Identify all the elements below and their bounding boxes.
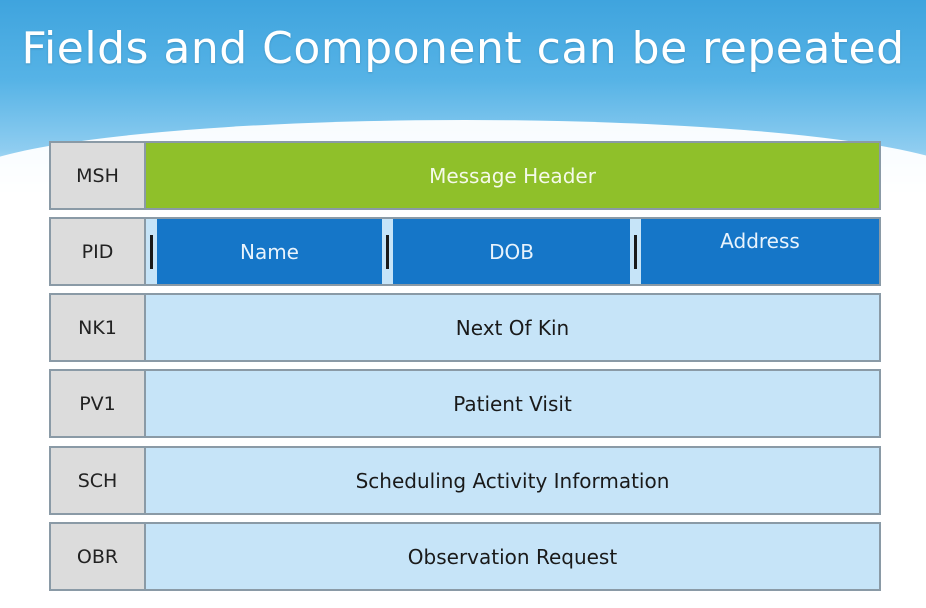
segment-label: Scheduling Activity Information — [146, 448, 879, 513]
segment-label: Message Header — [146, 143, 879, 208]
segment-code: PV1 — [51, 371, 146, 436]
segment-row-pv1: PV1 Patient Visit — [49, 369, 881, 438]
field-separator — [630, 219, 641, 284]
segment-code: SCH — [51, 448, 146, 513]
segment-label: Next Of Kin — [146, 295, 879, 360]
pid-field-dob: DOB — [393, 219, 630, 284]
slide-title: Fields and Component can be repeated — [21, 23, 905, 74]
segment-label: Patient Visit — [146, 371, 879, 436]
segment-row-sch: SCH Scheduling Activity Information — [49, 446, 881, 515]
segment-code: MSH — [51, 143, 146, 208]
segment-code: NK1 — [51, 295, 146, 360]
segment-code: OBR — [51, 524, 146, 589]
pid-field-name: Name — [157, 219, 382, 284]
field-separator — [146, 219, 157, 284]
segment-row-nk1: NK1 Next Of Kin — [49, 293, 881, 362]
segment-label: Observation Request — [146, 524, 879, 589]
pid-field-address: Address — [641, 219, 879, 284]
segment-row-pid: PID Name DOB Address — [49, 217, 881, 286]
segment-code: PID — [51, 219, 146, 284]
segment-row-obr: OBR Observation Request — [49, 522, 881, 591]
segment-row-msh: MSH Message Header — [49, 141, 881, 210]
pid-fields: Name DOB Address — [146, 219, 879, 284]
field-separator — [382, 219, 393, 284]
